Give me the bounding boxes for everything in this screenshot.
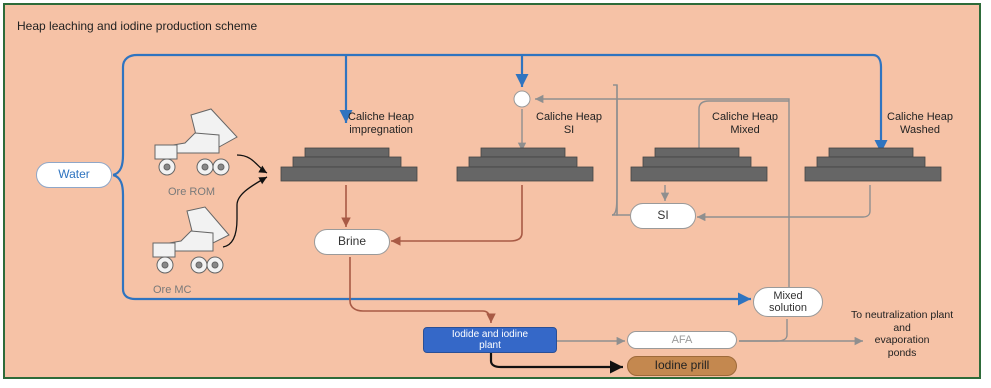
water-lines	[112, 53, 888, 306]
diagram-title: Heap leaching and iodine production sche…	[17, 19, 258, 33]
solution-lines	[517, 84, 871, 346]
heap-icon	[630, 147, 768, 182]
junction-icon	[513, 90, 531, 108]
ore-feed-lines	[222, 154, 268, 248]
water-node: Water	[36, 162, 112, 188]
neutralization-label: To neutralization plant and evaporation …	[851, 309, 954, 359]
iodine-prill-node: Iodine prill	[627, 356, 737, 376]
truck-icon	[152, 206, 230, 274]
ore-mc-label: Ore MC	[153, 284, 192, 296]
heap-icon	[456, 147, 594, 182]
si-node: SI	[630, 203, 696, 229]
heap-icon	[280, 147, 418, 182]
prill-line	[489, 353, 623, 374]
heap-icon	[804, 147, 942, 182]
ore-rom-label: Ore ROM	[168, 186, 216, 198]
truck-icon	[154, 108, 238, 176]
flow-lines	[112, 53, 942, 374]
brine-node: Brine	[314, 229, 390, 255]
diagram-frame: Heap leaching and iodine production sche…	[3, 3, 981, 379]
afa-node: AFA	[627, 331, 737, 349]
brine-lines	[341, 185, 523, 324]
